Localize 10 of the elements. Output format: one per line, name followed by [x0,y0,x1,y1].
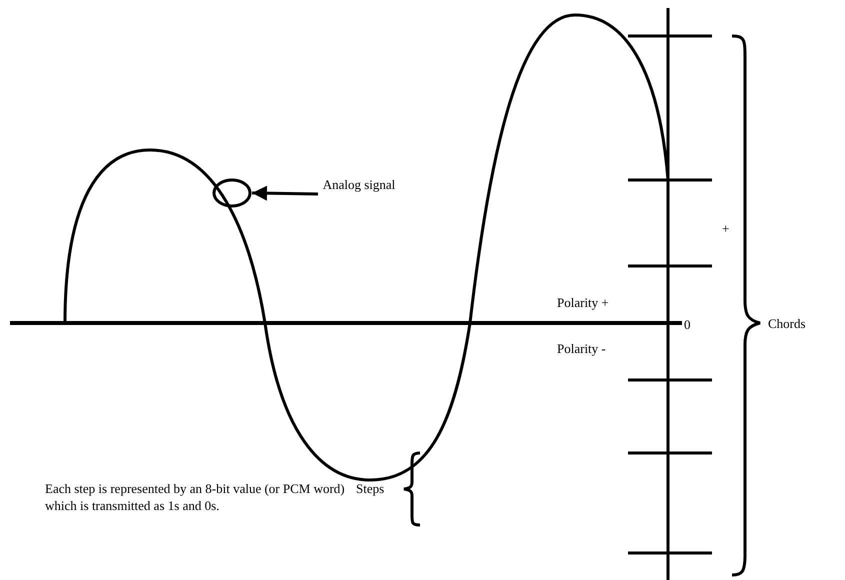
chords-label: Chords [768,315,806,332]
highlight-ellipse [212,178,252,208]
polarity-label: Polarity + [557,294,609,311]
note-text: Each step is represented by an 8-bit value (or PCM word) which is transmitted as 1s and 0s. [45,480,345,514]
callout-text: Analog signal [322,176,396,193]
sign-label: + [722,220,730,237]
steps-label: Steps [356,480,384,497]
polarity-label: Polarity - [557,340,606,357]
arrow [252,186,318,201]
zero-label: 0 [684,316,690,333]
